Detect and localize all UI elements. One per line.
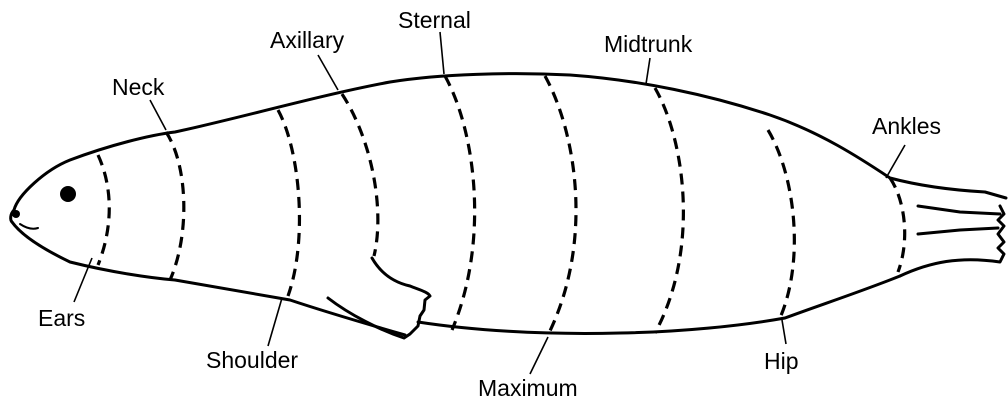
hind-flippers [900,206,1004,276]
hind-flipper-line [918,206,1000,214]
girth-line-hip [768,130,794,318]
nose-icon [12,210,20,218]
mouth [20,224,38,229]
label-hip: Hip [764,348,799,374]
leader-maximum [530,337,548,374]
label-shoulder: Shoulder [206,347,298,373]
leader-neck [150,100,166,130]
label-axillary: Axillary [270,27,345,53]
hind-flipper-line-2 [918,228,998,234]
label-ankles: Ankles [872,113,941,139]
girth-line-ears [98,155,109,265]
girth-line-midtrunk [655,88,683,333]
leader-hip [782,320,786,344]
label-ears: Ears [38,305,85,331]
girth-line-ankles [890,178,905,272]
leader-sternal [440,32,444,74]
girth-line-maximum [545,76,576,335]
leader-ankles [886,145,905,178]
label-neck: Neck [112,74,165,100]
leader-midtrunk [646,58,650,84]
label-sternal: Sternal [398,7,471,33]
leader-shoulder [268,298,282,346]
eye-icon [60,186,76,202]
label-maximum: Maximum [478,375,578,401]
girth-line-sternal [445,76,475,330]
label-midtrunk: Midtrunk [604,31,693,57]
girth-line-neck [166,132,184,280]
girth-line-shoulder [278,110,299,296]
leader-axillary [318,55,338,90]
girth-line-axillary [342,94,378,256]
